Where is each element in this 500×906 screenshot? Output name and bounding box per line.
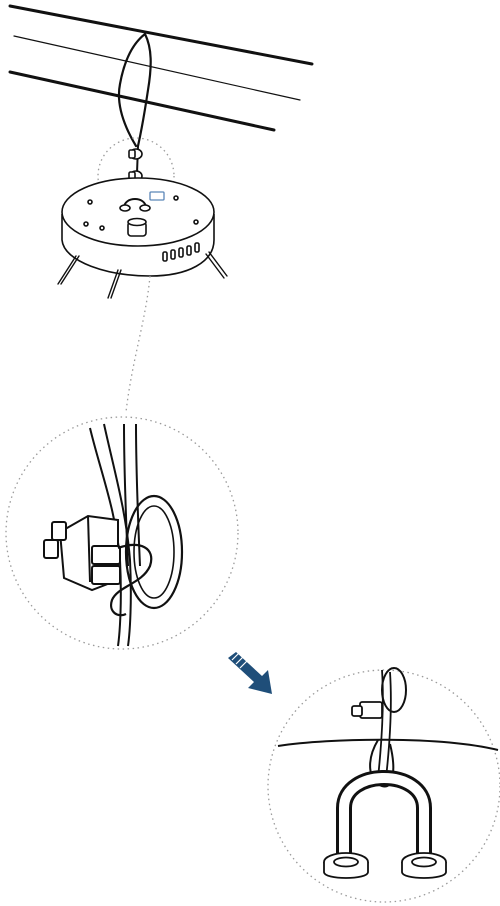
eyebolt-attachment-detail — [277, 667, 499, 879]
detail-circle-clip — [5, 416, 239, 650]
callout-leader — [125, 275, 151, 413]
wire-clips — [128, 148, 143, 182]
detail-circle-eyebolt — [267, 669, 500, 903]
wire-rope-clip-detail — [43, 423, 184, 647]
direction-arrow-icon — [228, 651, 272, 694]
label-plate — [149, 191, 165, 201]
ceiling-beam — [8, 4, 314, 132]
round-fixture-housing — [61, 177, 215, 277]
callout-circle-top — [97, 137, 175, 215]
mounting-legs — [57, 251, 228, 299]
